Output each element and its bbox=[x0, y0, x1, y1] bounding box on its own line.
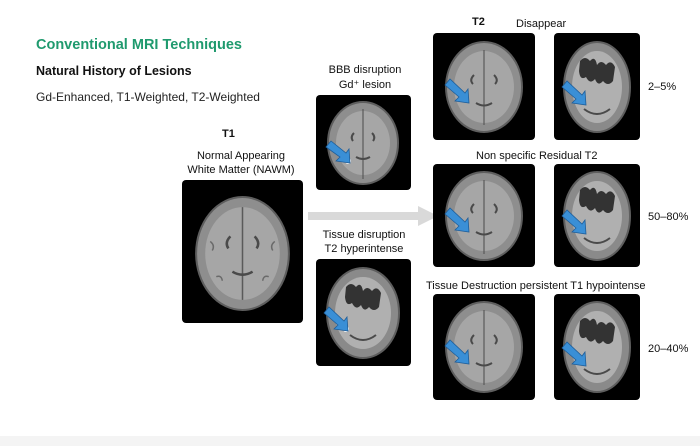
page-subtitle: Natural History of Lesions bbox=[36, 64, 192, 78]
row1-percent: 2–5% bbox=[648, 81, 677, 93]
destruction-t2-mri-image bbox=[554, 294, 640, 400]
brain-graphic bbox=[561, 41, 631, 133]
brain-t2-graphic bbox=[323, 267, 400, 359]
tissue-disruption-line2: T2 hyperintense bbox=[324, 243, 404, 255]
gd-lesion-mri-image bbox=[316, 95, 411, 190]
tissue-disruption-line1: Tissue disruption bbox=[322, 229, 406, 241]
row3-percent: 20–40% bbox=[648, 343, 689, 355]
residual-t1-mri-image bbox=[433, 164, 535, 267]
brain-graphic bbox=[444, 171, 523, 261]
bbb-disruption-line1: BBB disruption bbox=[328, 64, 402, 76]
lesion-pointer-icon bbox=[561, 209, 587, 235]
disappear-t2-mri-image bbox=[554, 33, 640, 140]
footer-strip bbox=[0, 436, 700, 446]
lesion-pointer-icon bbox=[561, 341, 587, 367]
disappear-t1-mri-image bbox=[433, 33, 535, 140]
progression-arrow bbox=[308, 206, 438, 226]
row2-label: Non specific Residual T2 bbox=[476, 150, 598, 162]
brain-graphic bbox=[561, 301, 631, 393]
t1-caption-line1: Normal Appearing bbox=[196, 150, 286, 162]
t1-caption-line2: White Matter (NAWM) bbox=[187, 164, 295, 176]
lesion-pointer-icon bbox=[444, 207, 470, 233]
row3-label: Tissue Destruction persistent T1 hypoint… bbox=[426, 280, 646, 292]
residual-t2-mri-image bbox=[554, 164, 640, 267]
t2-hyperintense-mri-image bbox=[316, 259, 411, 366]
page-description: Gd-Enhanced, T1-Weighted, T2-Weighted bbox=[36, 90, 260, 104]
brain-graphic bbox=[444, 301, 523, 393]
destruction-t1-mri-image bbox=[433, 294, 535, 400]
row1-label: Disappear bbox=[516, 18, 567, 30]
nawm-mri-image bbox=[182, 180, 303, 323]
lesion-pointer-icon bbox=[444, 78, 470, 104]
lesion-pointer-icon bbox=[561, 80, 587, 106]
t1-heading: T1 bbox=[222, 128, 235, 140]
page-title: Conventional MRI Techniques bbox=[36, 37, 242, 53]
lesion-pointer-icon bbox=[325, 140, 351, 164]
brain-gd-graphic bbox=[325, 101, 399, 185]
brain-t1-graphic bbox=[195, 196, 290, 311]
t2-heading: T2 bbox=[472, 16, 485, 28]
row2-percent: 50–80% bbox=[648, 211, 689, 223]
lesion-pointer-icon bbox=[444, 339, 470, 365]
brain-graphic bbox=[561, 171, 631, 261]
bbb-disruption-line2: Gd⁺ lesion bbox=[338, 79, 392, 91]
lesion-pointer-icon bbox=[323, 306, 349, 332]
brain-graphic bbox=[444, 41, 523, 133]
